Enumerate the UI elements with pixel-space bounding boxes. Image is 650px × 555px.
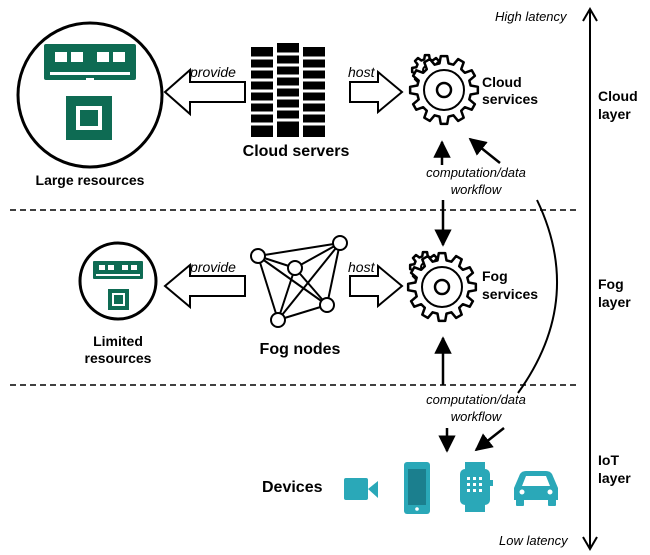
large-resources-icon (16, 21, 164, 169)
limited-resources-line2: resources (84, 350, 152, 366)
limited-resources-line1: Limited (93, 333, 143, 349)
upper-workflow-line1: computation/data (426, 165, 526, 180)
lower-workflow-line1: computation/data (426, 392, 526, 407)
high-latency-label: High latency (495, 9, 567, 24)
iot-layer-name: IoT (598, 452, 619, 468)
smartwatch-icon (460, 462, 493, 512)
cloud-host-arrow (349, 69, 404, 115)
upper-workflow-arrow-diagonal (468, 137, 501, 164)
fog-host-label: host (348, 259, 375, 275)
cloud-services-line1: Cloud (482, 74, 522, 90)
car-icon (514, 471, 558, 506)
cloud-servers-icon (251, 43, 325, 137)
fog-services-line2: services (482, 286, 539, 302)
cloud-gear-icon (408, 53, 480, 126)
fog-host-arrow (349, 263, 404, 309)
fog-provide-arrow (163, 262, 246, 310)
cloud-services-line2: services (482, 91, 539, 107)
lower-workflow-line2: workflow (450, 409, 502, 424)
ram-stick-icon (44, 44, 136, 83)
cloud-layer-name: Cloud (598, 88, 638, 104)
fog-layer-suffix: layer (598, 294, 631, 310)
cloud-provide-label: provide (190, 64, 236, 80)
chip-icon (66, 96, 112, 140)
low-latency-label: Low latency (499, 533, 568, 548)
cloud-provide-arrow (163, 67, 246, 117)
iot-cloud-curve (517, 199, 558, 394)
fog-services-line1: Fog (482, 268, 508, 284)
small-chip-icon (108, 289, 129, 310)
smartphone-icon (404, 462, 430, 514)
upper-workflow-line2: workflow (450, 182, 502, 197)
fog-layer-name: Fog (598, 276, 624, 292)
fog-gear-icon (406, 250, 478, 323)
fog-nodes-label: Fog nodes (259, 341, 341, 358)
fog-nodes-network-icon (250, 235, 348, 328)
lower-workflow-arrow-diagonal (474, 427, 505, 452)
fog-provide-label: provide (190, 259, 236, 275)
latency-axis (582, 7, 598, 551)
limited-resources-icon (78, 241, 158, 321)
large-resources-label: Large resources (35, 172, 145, 188)
iot-layer-suffix: layer (598, 470, 631, 486)
cloud-host-label: host (348, 64, 375, 80)
cloud-layer-suffix: layer (598, 106, 631, 122)
devices-label: Devices (262, 479, 323, 496)
small-ram-stick-icon (93, 261, 143, 279)
cloud-servers-label: Cloud servers (242, 143, 350, 160)
video-camera-icon (344, 478, 378, 500)
